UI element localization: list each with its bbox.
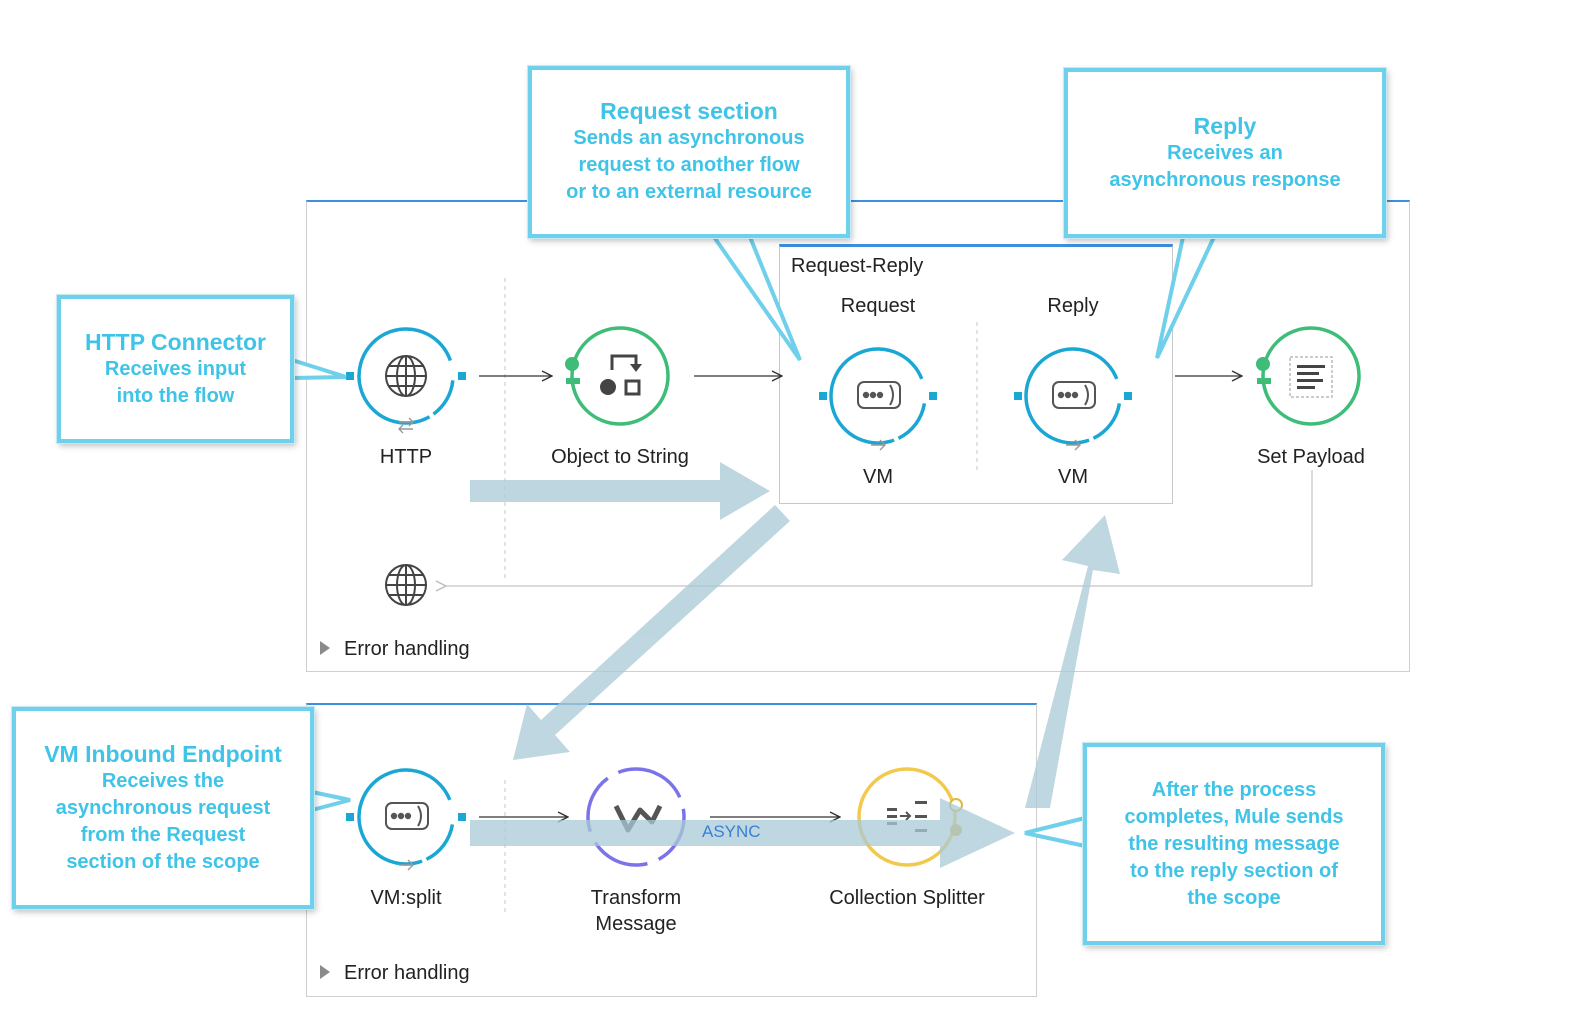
reply-callout-pointer <box>1155 236 1216 359</box>
callout-line: asynchronous response <box>1109 168 1341 191</box>
callout-line: asynchronous request <box>55 796 271 819</box>
expand-triangle-icon[interactable] <box>320 641 330 655</box>
after-process-callout: After the process completes, Mule sends … <box>1083 743 1385 945</box>
callout-line: the scope <box>1187 886 1281 909</box>
big-arrow-scope-to-vm-split <box>513 505 790 760</box>
callout-title: Request section <box>600 98 778 124</box>
callout-line: request to another flow <box>578 154 800 176</box>
globe-icon <box>385 564 427 606</box>
callout-line: into the flow <box>116 384 235 407</box>
callout-line: completes, Mule sends <box>1124 805 1344 828</box>
callout-line: Receives the <box>101 769 225 792</box>
object-to-string-node[interactable] <box>565 326 670 426</box>
transform-message-node[interactable] <box>583 764 689 870</box>
after-callout-pointer <box>1024 816 1086 848</box>
vm-queue-icon <box>1052 381 1096 409</box>
scope-reply-label: Reply <box>1047 295 1099 317</box>
vm-queue-icon <box>385 802 429 830</box>
expand-triangle-icon[interactable] <box>320 965 330 979</box>
http-connector-callout: HTTP Connector Receives input into the f… <box>57 295 294 443</box>
callout-line: the resulting message <box>1128 832 1340 855</box>
callout-line: from the Request <box>80 823 246 846</box>
scope-title: Request-Reply <box>791 255 924 277</box>
transform-label-line1: Transform <box>590 887 682 909</box>
split-error-handling[interactable]: Error handling <box>344 962 470 984</box>
transform-label-line2: Message <box>595 913 677 935</box>
big-arrow-object-to-scope <box>470 462 770 520</box>
callout-title: VM Inbound Endpoint <box>44 740 282 767</box>
outbound-arrow-icon <box>871 439 886 451</box>
exchange-icon <box>398 417 414 434</box>
vm-split-node[interactable] <box>346 757 466 877</box>
request-vm-node[interactable] <box>818 336 938 456</box>
reply-callout: Reply Receives an asynchronous response <box>1064 68 1386 238</box>
request-callout-pointer <box>712 235 802 362</box>
outbound-arrow-icon <box>1066 439 1081 451</box>
http-node[interactable] <box>342 312 470 440</box>
vm-split-label: VM:split <box>370 887 442 909</box>
callout-line: or to an external resource <box>566 181 812 203</box>
set-payload-node[interactable] <box>1256 326 1361 426</box>
object-to-string-label: Object to String <box>551 446 689 468</box>
main-error-handling[interactable]: Error handling <box>344 638 470 660</box>
callout-title: HTTP Connector <box>84 328 267 355</box>
reply-vm-node[interactable] <box>1013 336 1133 456</box>
big-flow-arrows <box>470 462 1120 868</box>
http-callout-pointer <box>291 358 347 380</box>
scope-request-label: Request <box>840 295 916 317</box>
set-payload-label: Set Payload <box>1257 446 1365 468</box>
reply-vm-label: VM <box>1058 466 1088 488</box>
vm-inbound-callout-pointer <box>311 790 351 812</box>
callout-line: to the reply section of <box>1130 859 1338 882</box>
callout-pointers <box>291 235 1216 848</box>
vm-inbound-endpoint-callout: VM Inbound Endpoint Receives the asynchr… <box>12 707 314 909</box>
big-arrow-split-flow <box>470 798 1015 868</box>
outbound-arrow-icon <box>399 859 414 871</box>
transformer-icon <box>600 354 642 396</box>
callout-title: Reply <box>1193 112 1257 139</box>
callout-line: section of the scope <box>66 850 260 873</box>
callout-line: Sends an asynchronous <box>573 127 805 149</box>
collection-splitter-label: Collection Splitter <box>829 887 985 909</box>
callout-line: Receives input <box>104 357 247 380</box>
http-node-label: HTTP <box>379 446 433 468</box>
vm-queue-icon <box>857 381 901 409</box>
callout-line: Receives an <box>1167 141 1283 164</box>
callout-line: After the process <box>1151 778 1317 801</box>
big-arrow-splitter-to-reply <box>1025 515 1120 808</box>
response-return-line <box>446 470 1313 586</box>
async-label: ASYNC <box>702 822 761 841</box>
request-section-callout: Request section Sends an asynchronous re… <box>528 66 850 238</box>
payload-icon <box>1289 356 1333 398</box>
request-vm-label: VM <box>863 466 893 488</box>
globe-icon <box>385 355 427 397</box>
